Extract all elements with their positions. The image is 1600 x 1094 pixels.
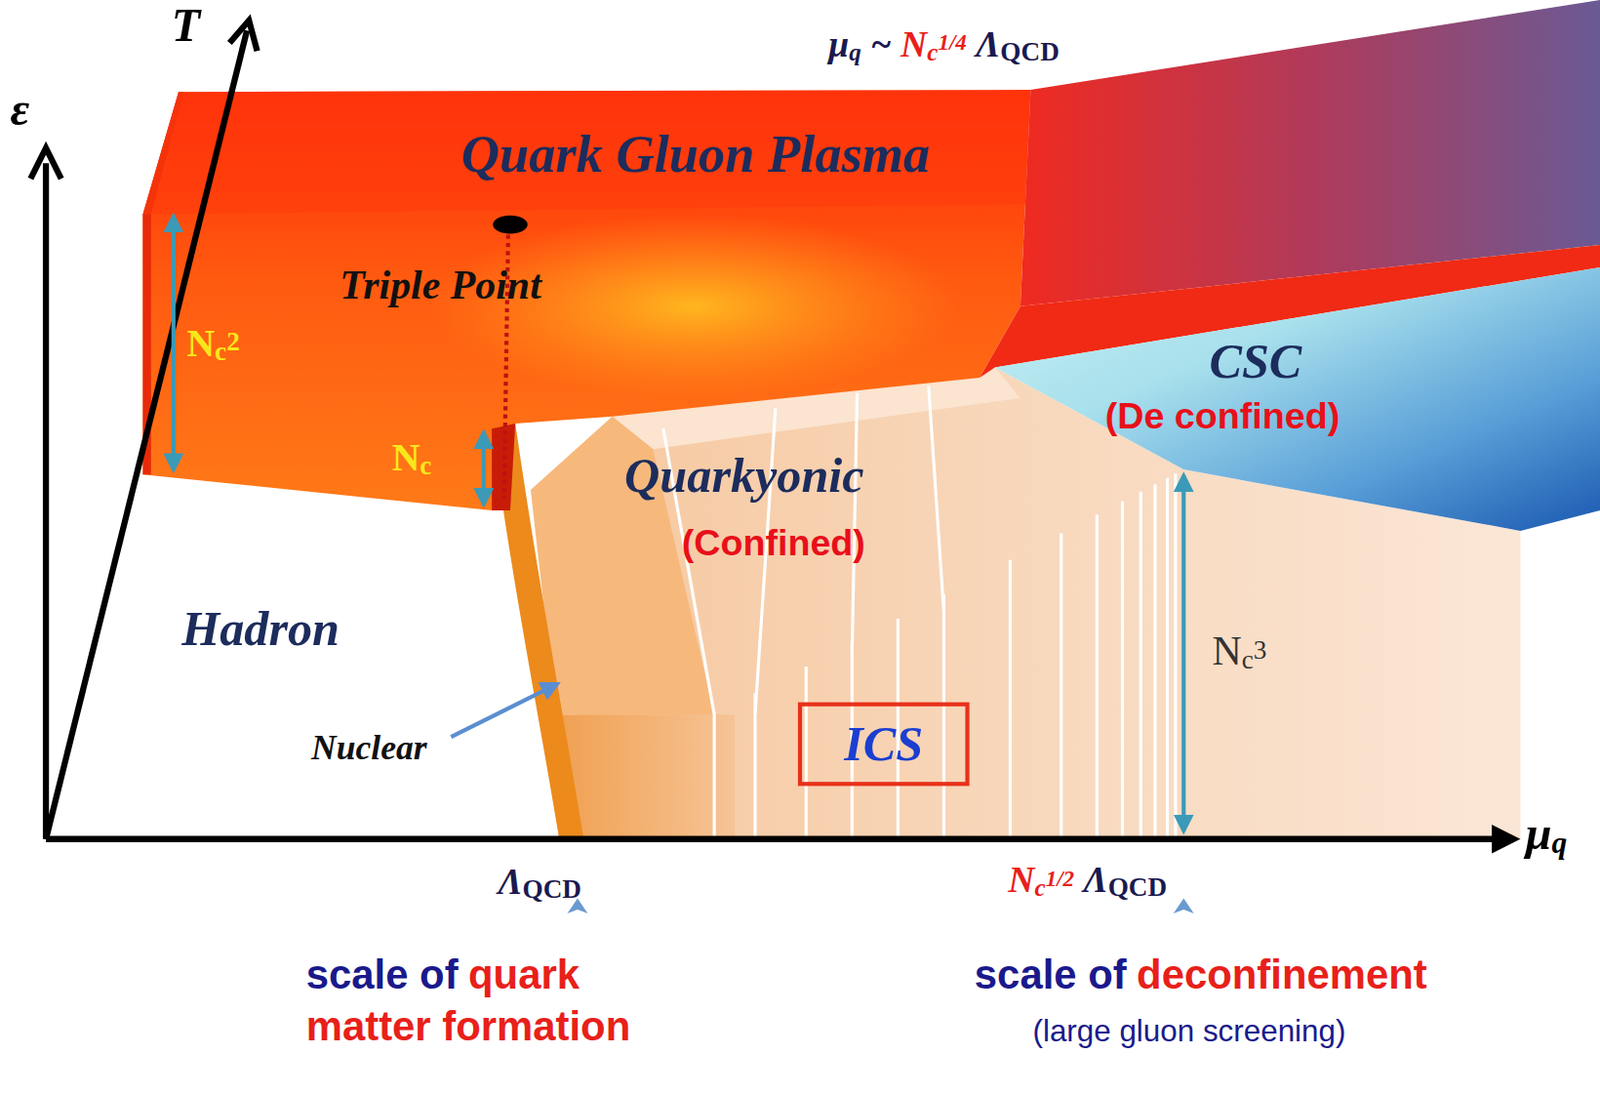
label-text: 1/4 [937,29,966,55]
scaling-label: Nc2 [186,322,240,368]
triple-point-label: Triple Point [339,263,541,309]
scale-note: scale ofquark [306,952,580,998]
label-text: q [848,39,862,66]
density-scale-formula: μq ~Nc1/4 ΛQCD [828,24,1060,68]
triple-point-dot [492,215,528,235]
epsilon-arrowhead [30,148,61,179]
nc-arrow [481,432,486,504]
region-label: Quarkyonic [624,448,864,503]
scale-note: scale ofdeconfinement [974,952,1428,998]
mu-arrowhead [1491,824,1520,853]
terrace-stripe [1059,532,1063,837]
label-text: Λ [497,861,522,903]
label-text: μ [1525,806,1553,859]
label-text: Triple Point [339,262,541,309]
qgp-surface [142,89,1031,511]
axis-epsilon: ε [9,83,30,136]
label-text: Λ [1083,859,1109,901]
region-label: ICS [843,718,923,770]
nc2-arrow [171,216,176,470]
axis-tick-label: ΛQCD [497,862,582,906]
scale-note: (large gluon screening) [1032,1013,1346,1048]
nuclear-pointer [450,683,558,737]
terrace-stripe [1139,491,1143,838]
nuclear-wall [491,423,584,840]
terrace-stripe [804,666,808,838]
label-text: 3 [1253,634,1268,664]
label-text: CSC [1208,333,1302,388]
terrace-stripe [1008,560,1012,838]
label-text: μ [828,23,849,65]
label-text: QCD [522,875,582,905]
axis-tick-label: Nc1/2 ΛQCD [1007,860,1167,904]
axis-t: T [171,0,200,52]
qgp-top-face [142,89,1031,215]
label-text: N [900,23,927,65]
terrace-stripe [753,692,757,837]
label-text: c [1035,875,1046,902]
label-text: Quark Gluon Plasma [461,124,931,184]
label-text: Λ [975,23,1000,65]
label-text: quark [468,952,580,998]
label-text: c [214,336,227,366]
label-text: Nuclear [311,728,428,767]
terrace-stripe [1173,473,1177,837]
ics-region [556,714,735,840]
scale-pointer-right [1173,897,1195,914]
label-text: 2 [226,325,240,356]
scaling-label: Nc [392,437,433,482]
terrace-stripe [1095,514,1099,837]
t-axis [45,30,247,839]
axis-mu: μq [1525,807,1567,860]
terrace-stripe [1165,478,1169,838]
scale-note: matter formation [306,1002,631,1048]
highlight-box: ICS [798,702,970,787]
confinement-note: (De confined) [1105,396,1341,437]
label-text: N [1007,859,1035,901]
label-text: QCD [1108,872,1167,902]
terrace-edge [928,385,945,612]
label-text: (De confined) [1105,395,1341,438]
confinement-note: (Confined) [681,522,866,563]
label-text: 1/2 [1045,865,1075,891]
label-text: q [1551,825,1567,860]
mu-axis [45,836,1506,842]
terrace-stripe [713,714,717,838]
label-text: Quarkyonic [624,447,864,502]
label-text: c [419,450,432,480]
label-text: scale of [306,952,459,998]
terrace-stripe [1120,501,1124,838]
region-label: CSC [1208,334,1302,389]
epsilon-axis [42,162,49,839]
label-text: (Confined) [681,520,866,563]
nc3-arrow [1181,475,1186,831]
region-label: Hadron [181,601,340,656]
scaling-label: Nc3 [1212,628,1268,676]
label-text: ε [9,82,30,135]
label-text: ~ [870,23,891,65]
label-text: (large gluon screening) [1032,1013,1346,1048]
label-text: N [1212,627,1242,674]
terrace-stripe [942,594,946,837]
label-text: c [926,39,938,66]
label-text: scale of [974,952,1127,998]
label-text: matter formation [306,1002,631,1048]
label-text: Hadron [181,600,340,655]
label-text: QCD [1000,37,1059,67]
label-text: T [171,0,200,51]
csc-region [995,267,1600,531]
label-text: N [392,436,421,480]
label-text: deconfinement [1136,952,1428,998]
terrace-stripe [1153,483,1157,837]
label-text: c [1241,644,1254,675]
region-label: Quark Gluon Plasma [461,124,931,184]
nuclear-label: Nuclear [311,728,428,767]
t-arrowhead [229,20,257,51]
label-text: N [186,320,215,364]
